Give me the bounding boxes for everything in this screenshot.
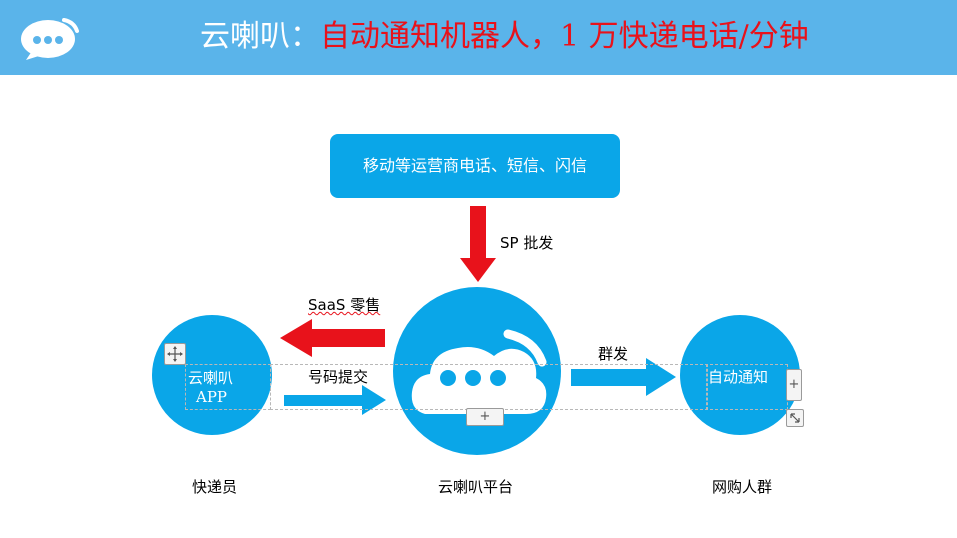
title-main: 自动通知机器人，1 万快递电话/分钟	[320, 19, 809, 54]
add-column-plus-icon[interactable]: +	[786, 369, 802, 401]
resize-icon[interactable]	[786, 409, 804, 427]
saas-left-arrow	[280, 319, 385, 357]
move-handle-icon[interactable]	[164, 343, 186, 365]
add-row-plus-icon[interactable]: +	[466, 408, 504, 426]
saas-label: SaaS 零售	[308, 296, 381, 314]
app-circle	[152, 315, 272, 435]
header-bar: 云喇叭：自动通知机器人，1 万快递电话/分钟	[0, 0, 957, 75]
notify-circle	[680, 315, 800, 435]
submit-right-arrow	[284, 385, 386, 415]
table-cell-divider	[706, 364, 708, 410]
app-line-2: APP	[196, 388, 228, 406]
number-submit-label: 号码提交	[308, 368, 369, 386]
mass-send-arrow	[571, 358, 676, 396]
page-title: 云喇叭：自动通知机器人，1 万快递电话/分钟	[200, 12, 809, 62]
sp-down-arrow	[460, 206, 496, 282]
mass-send-label: 群发	[598, 345, 629, 363]
notify-circle-text: 自动通知	[708, 368, 769, 386]
caption-courier: 快递员	[192, 478, 238, 496]
chat-bubble-icon	[21, 18, 79, 60]
title-prefix: 云喇叭：	[200, 19, 320, 54]
table-selection-frame[interactable]	[270, 364, 788, 410]
app-line-1: 云喇叭	[188, 369, 234, 387]
caption-shoppers: 网购人群	[712, 478, 773, 496]
carrier-box: 移动等运营商电话、短信、闪信	[330, 134, 620, 198]
sp-label: SP 批发	[500, 234, 554, 252]
caption-platform: 云喇叭平台	[438, 478, 514, 496]
